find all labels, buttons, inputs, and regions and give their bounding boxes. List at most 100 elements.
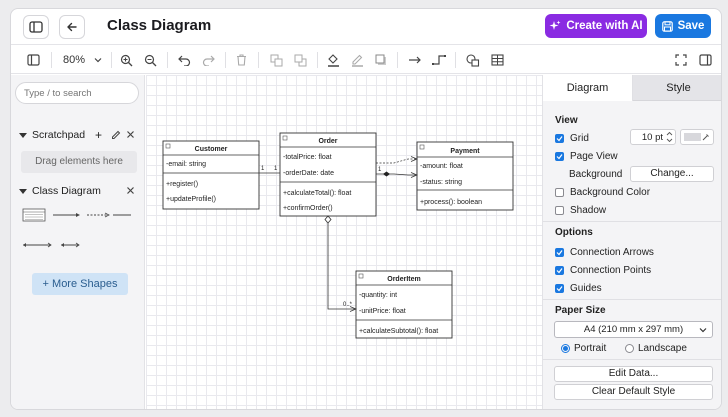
toolbar-divider <box>258 52 259 68</box>
view-section-title: View <box>555 115 578 126</box>
association-shape-thumbnail <box>53 213 80 217</box>
edit-data-button[interactable]: Edit Data... <box>554 366 713 382</box>
stepper-icon[interactable] <box>666 131 673 143</box>
tab-style[interactable]: Style <box>633 75 721 101</box>
sparkle-icon <box>549 20 561 30</box>
order-payment-composition[interactable]: 1 <box>376 167 418 178</box>
order-attr: -totalPrice: float <box>283 154 332 161</box>
shapes-sidebar: Scratchpad + Drag elements here Class Di… <box>11 75 145 409</box>
save-button[interactable]: Save <box>655 14 711 38</box>
paper-size-select[interactable]: A4 (210 mm x 297 mm) <box>554 321 713 338</box>
scratchpad-drop-area[interactable]: Drag elements here <box>21 151 137 173</box>
portrait-option[interactable]: Portrait <box>561 343 606 354</box>
connection-arrows-option[interactable]: Connection Arrows <box>555 247 654 258</box>
connection-arrows-checkbox[interactable] <box>555 248 564 257</box>
tab-diagram-label: Diagram <box>566 82 609 94</box>
payment-name: Payment <box>450 148 480 155</box>
back-button[interactable] <box>59 15 85 39</box>
waypoints-button[interactable] <box>431 52 447 68</box>
zoom-out-button[interactable] <box>142 52 158 68</box>
check-icon <box>556 154 563 160</box>
aggregation-shape-thumbnail <box>23 242 52 248</box>
close-icon[interactable] <box>126 186 135 195</box>
shadow-checkbox[interactable] <box>555 206 564 215</box>
diagram-svg: Customer -email: string +register() +upd… <box>162 132 514 339</box>
order-payment-dependency[interactable] <box>376 156 418 164</box>
check-icon <box>556 286 563 292</box>
to-front-button[interactable] <box>268 52 284 68</box>
insert-table-button[interactable] <box>489 52 505 68</box>
multiplicity-label: 1 <box>274 166 278 172</box>
multiplicity-label: 1 <box>261 166 265 172</box>
scratchpad-header[interactable]: Scratchpad + <box>19 128 139 142</box>
customer-name: Customer <box>195 146 228 153</box>
order-class[interactable]: Order -totalPrice: float -orderDate: dat… <box>279 132 377 217</box>
fill-color-button[interactable] <box>325 52 341 68</box>
zoom-dropdown[interactable]: 80% <box>63 54 102 66</box>
page-view-checkbox[interactable] <box>555 152 564 161</box>
zoom-in-button[interactable] <box>118 52 134 68</box>
guides-checkbox[interactable] <box>555 284 564 293</box>
insert-shape-button[interactable] <box>465 52 481 68</box>
to-back-button[interactable] <box>292 52 308 68</box>
portrait-label: Portrait <box>574 343 607 354</box>
orderitem-method: +calculateSubtotal(): float <box>359 328 438 335</box>
shadow-option[interactable]: Shadow <box>555 205 606 216</box>
customer-class[interactable]: Customer -email: string +register() +upd… <box>162 140 260 210</box>
paint-bucket-icon <box>327 54 339 67</box>
composition-shape-thumbnail <box>61 242 80 248</box>
delete-button[interactable] <box>233 52 249 68</box>
order-name: Order <box>318 138 337 145</box>
toolbar-divider <box>397 52 398 68</box>
pencil-icon[interactable] <box>111 130 121 140</box>
grid-color-picker[interactable] <box>680 129 714 145</box>
customer-order-association[interactable]: 1 1 <box>259 166 280 174</box>
customer-method: +register() <box>166 181 198 188</box>
class-diagram-shapes[interactable] <box>21 207 131 255</box>
landscape-radio[interactable] <box>625 344 634 353</box>
undo-button[interactable] <box>176 52 192 68</box>
add-icon[interactable]: + <box>95 128 103 142</box>
fullscreen-button[interactable] <box>673 52 689 68</box>
shadow-button[interactable] <box>373 52 389 68</box>
more-shapes-button[interactable]: + More Shapes <box>32 273 128 295</box>
check-icon <box>556 268 563 274</box>
grid-size-input[interactable]: 10 pt <box>630 129 676 145</box>
connection-arrows-label: Connection Arrows <box>570 247 654 258</box>
diagram-canvas[interactable]: Customer -email: string +register() +upd… <box>146 75 542 409</box>
format-panel-toggle[interactable] <box>25 52 41 68</box>
toolbar-divider <box>167 52 168 68</box>
grid-option[interactable]: Grid <box>555 133 589 144</box>
format-panel-right-toggle[interactable] <box>697 52 713 68</box>
order-orderitem-aggregation[interactable]: 0..* <box>324 215 357 312</box>
page-view-option[interactable]: Page View <box>555 151 618 162</box>
connection-points-checkbox[interactable] <box>555 266 564 275</box>
guides-option[interactable]: Guides <box>555 283 602 294</box>
format-panel: Diagram Style View Grid 10 pt <box>542 75 721 409</box>
clear-default-style-button[interactable]: Clear Default Style <box>554 384 713 400</box>
toggle-sidebar-button[interactable] <box>23 15 49 39</box>
paper-size-value: A4 (210 mm x 297 mm) <box>583 324 684 335</box>
tab-diagram[interactable]: Diagram <box>543 75 633 101</box>
create-with-ai-button[interactable]: Create with AI <box>545 14 647 38</box>
background-color-option[interactable]: Background Color <box>555 187 650 198</box>
close-icon[interactable] <box>126 130 135 139</box>
payment-class[interactable]: Payment -amount: float -status: string +… <box>416 141 514 211</box>
panel-right-icon <box>698 54 712 66</box>
search-input[interactable] <box>15 82 139 104</box>
redo-button[interactable] <box>200 52 216 68</box>
zoom-out-icon <box>144 54 156 66</box>
grid-checkbox[interactable] <box>555 134 564 143</box>
grid-label: Grid <box>570 133 589 144</box>
orderitem-class[interactable]: OrderItem -quantity: int -unitPrice: flo… <box>355 270 453 339</box>
connection-style-button[interactable] <box>407 52 423 68</box>
background-color-checkbox[interactable] <box>555 188 564 197</box>
class-diagram-library-header[interactable]: Class Diagram <box>19 185 139 197</box>
portrait-radio[interactable] <box>561 344 570 353</box>
line-color-button[interactable] <box>349 52 365 68</box>
connection-points-option[interactable]: Connection Points <box>555 265 651 276</box>
class-shape-thumbnail <box>22 208 46 222</box>
multiplicity-label: 0..* <box>343 302 353 308</box>
landscape-option[interactable]: Landscape <box>625 343 687 354</box>
change-background-button[interactable]: Change... <box>630 166 714 182</box>
